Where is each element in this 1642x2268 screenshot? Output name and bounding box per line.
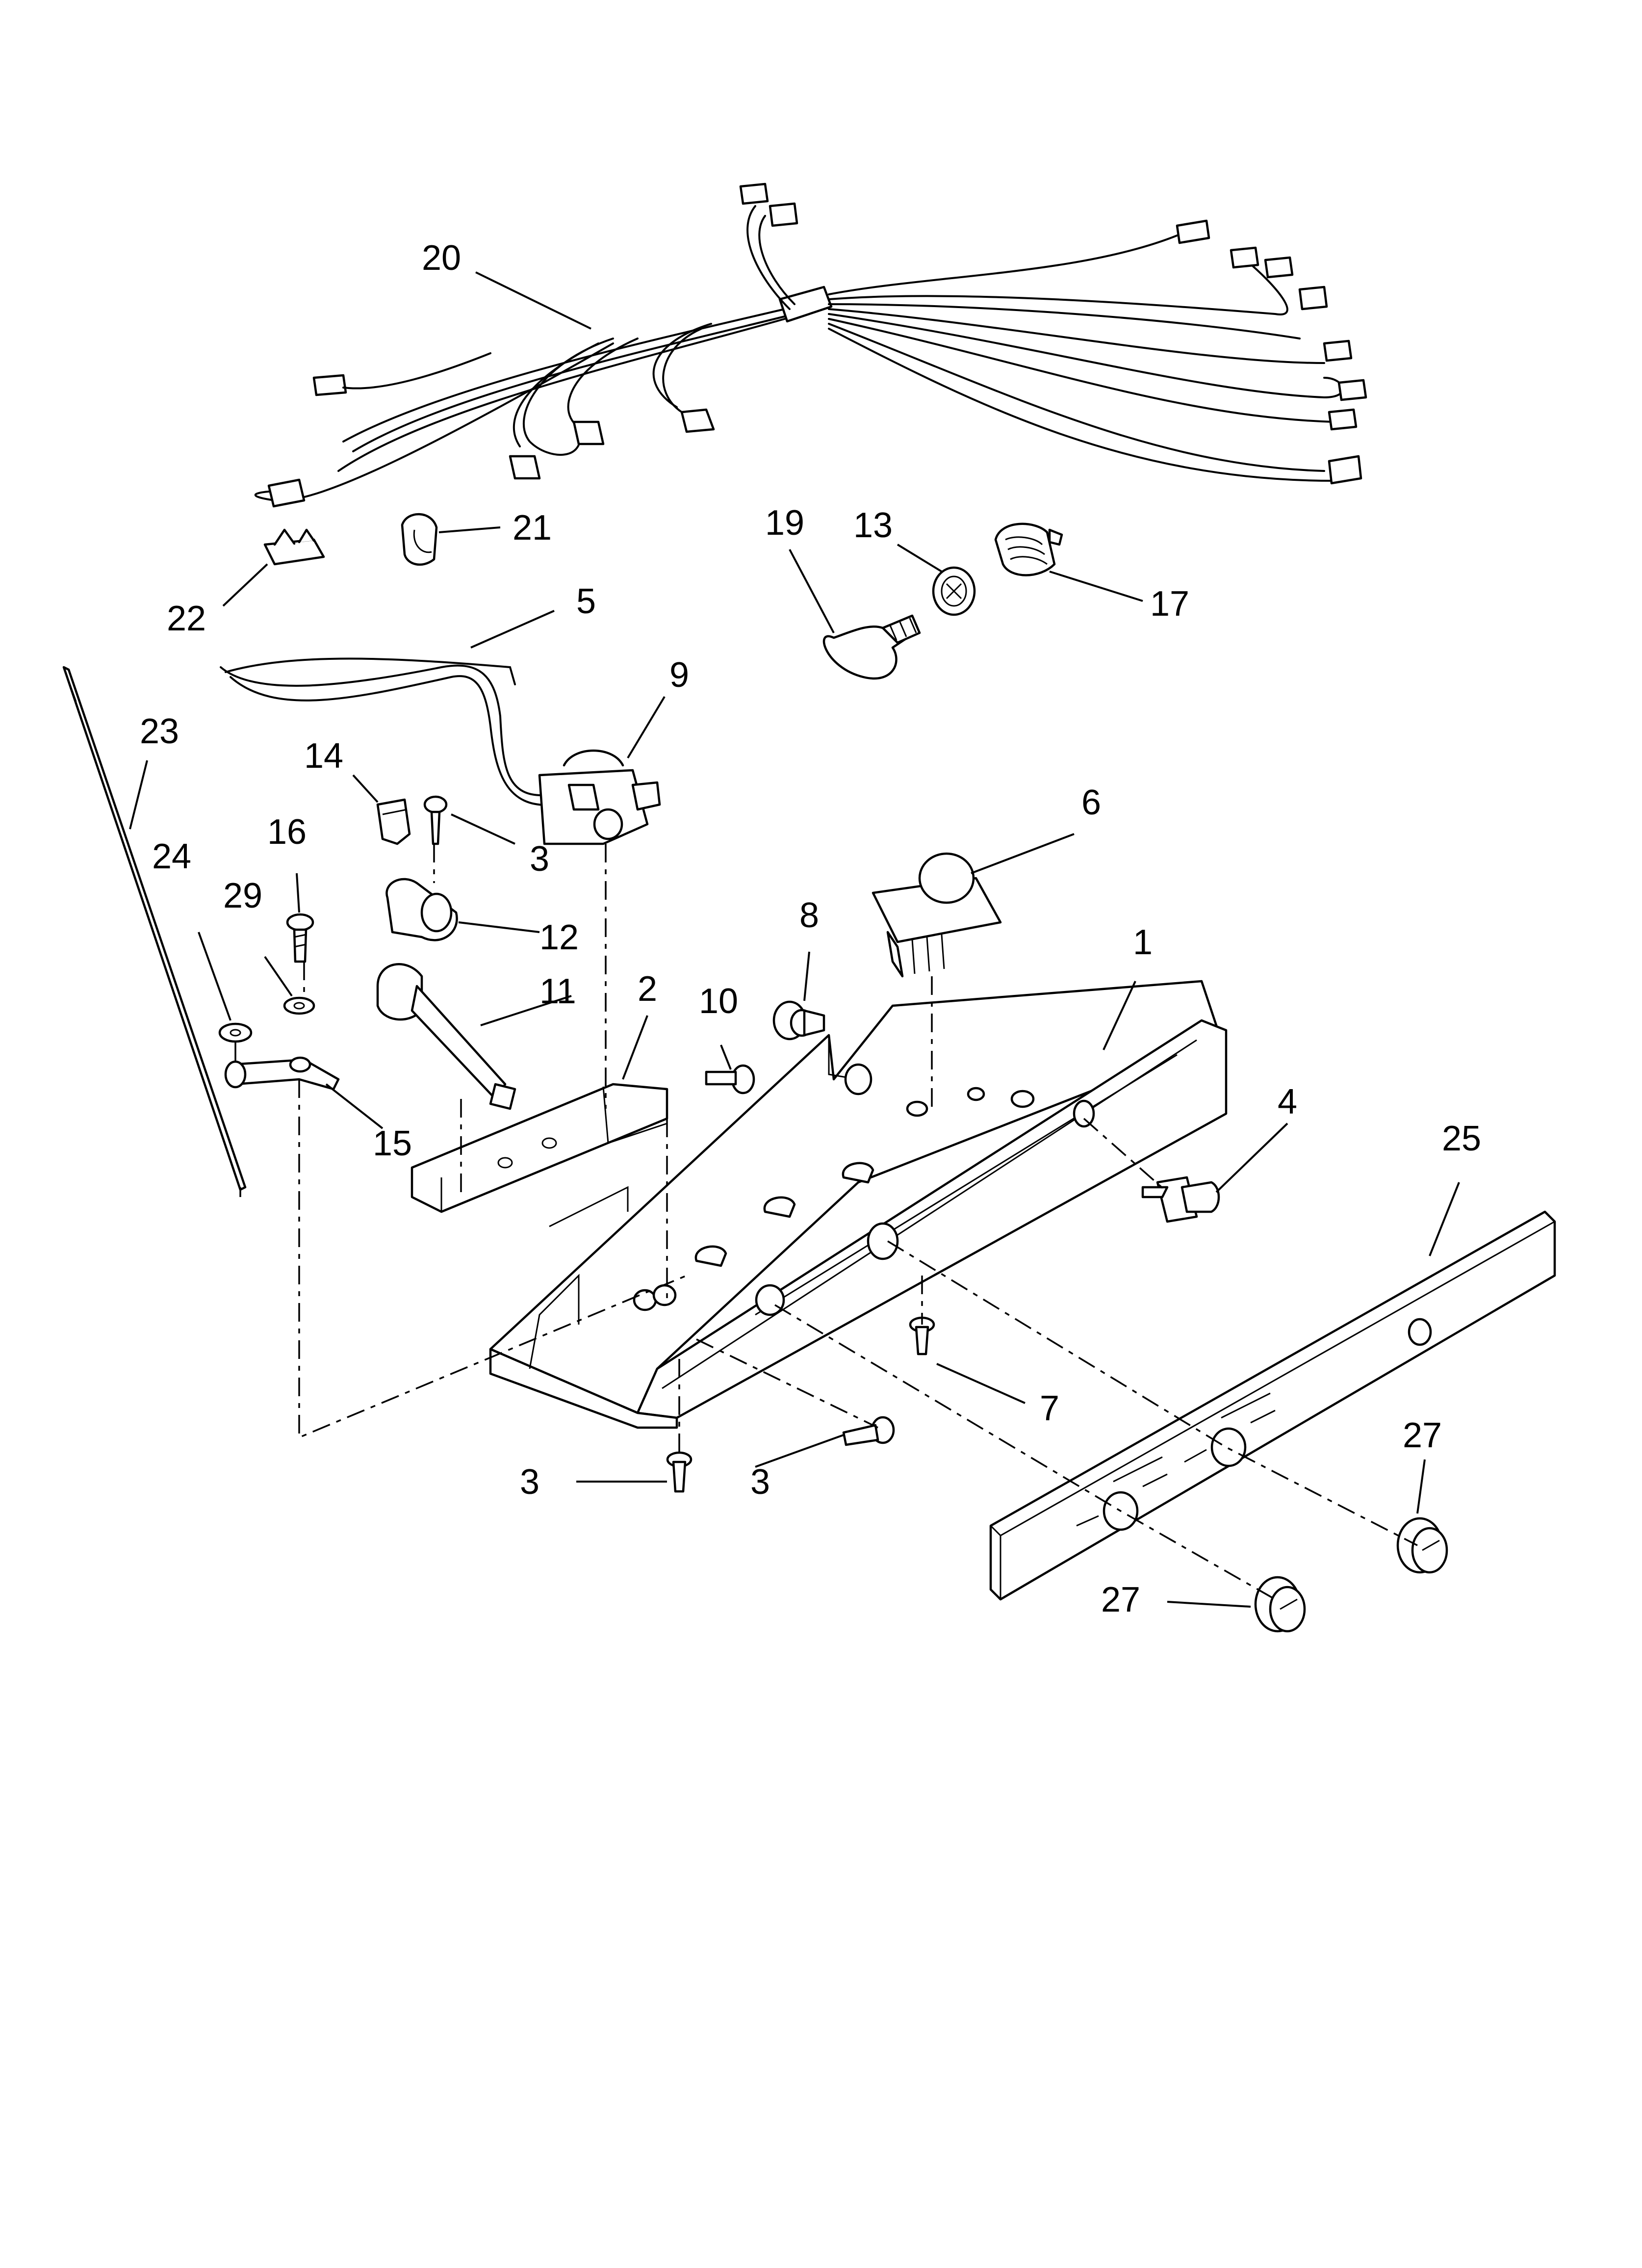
callout-24: 24 (152, 837, 191, 876)
callout-19: 19 (765, 503, 804, 543)
callout-3-middle: 3 (750, 1462, 770, 1502)
part-16-screw (286, 913, 314, 963)
part-21-clip (401, 513, 438, 566)
callout-5: 5 (576, 582, 596, 621)
part-9-thermostat (538, 749, 661, 845)
part-27-knob-left (1254, 1576, 1306, 1633)
callout-15: 15 (373, 1124, 412, 1163)
callout-27-right: 27 (1403, 1416, 1442, 1455)
part-11-damper (376, 963, 516, 1110)
part-13-socket (932, 566, 976, 616)
part-4-switch (1141, 1176, 1220, 1223)
leader-lines (129, 271, 1460, 1608)
callout-labels: 20 21 22 19 13 17 5 9 23 14 3 16 24 29 1… (140, 238, 1481, 1619)
callout-20: 20 (422, 238, 461, 278)
callout-1: 1 (1133, 923, 1153, 962)
wire-harness (254, 182, 1367, 508)
callout-11: 11 (539, 972, 576, 1011)
part-6-defrost-timer (872, 852, 1002, 978)
callout-17: 17 (1150, 584, 1189, 624)
callout-13: 13 (853, 506, 893, 545)
callout-3-top: 3 (530, 839, 549, 879)
part-17-socket (994, 522, 1063, 576)
callout-16: 16 (267, 812, 307, 852)
callout-3-bottom: 3 (520, 1462, 539, 1502)
part-29-washer (283, 996, 315, 1015)
callout-22: 22 (167, 599, 206, 638)
callout-8: 8 (799, 896, 819, 935)
callout-25: 25 (1442, 1119, 1481, 1158)
assembly-lines (234, 844, 1418, 1600)
part-3-screw-top (423, 795, 448, 845)
callout-29: 29 (223, 876, 262, 915)
callout-4: 4 (1278, 1082, 1297, 1121)
part-24-washer (218, 1022, 253, 1043)
part-3-screw-bottom (666, 1451, 693, 1493)
part-25-control-panel (989, 1210, 1556, 1601)
callout-2: 2 (638, 969, 657, 1009)
part-23-rod (62, 666, 247, 1191)
part-3-screw-middle (842, 1416, 895, 1446)
part-14-bracket (376, 798, 411, 845)
part-8-bushing (772, 1000, 825, 1041)
callout-14: 14 (304, 736, 343, 776)
part-19-bulb (822, 614, 921, 680)
callout-10: 10 (699, 982, 738, 1021)
part-15-arm (224, 1056, 340, 1091)
part-1-control-housing (489, 980, 1228, 1429)
callout-6: 6 (1081, 783, 1101, 822)
part-12-holder (385, 878, 458, 941)
callout-21: 21 (513, 508, 552, 547)
part-10-screw (705, 1064, 755, 1095)
part-5-capillary-tube (220, 657, 555, 806)
callout-27-left: 27 (1101, 1580, 1140, 1619)
part-2-cover (410, 1083, 668, 1213)
callout-7: 7 (1040, 1389, 1059, 1428)
part-27-knob-right (1396, 1517, 1448, 1574)
callout-9: 9 (669, 655, 689, 695)
callout-23: 23 (140, 712, 179, 751)
callout-12: 12 (539, 918, 579, 957)
part-22-clip (263, 528, 325, 566)
